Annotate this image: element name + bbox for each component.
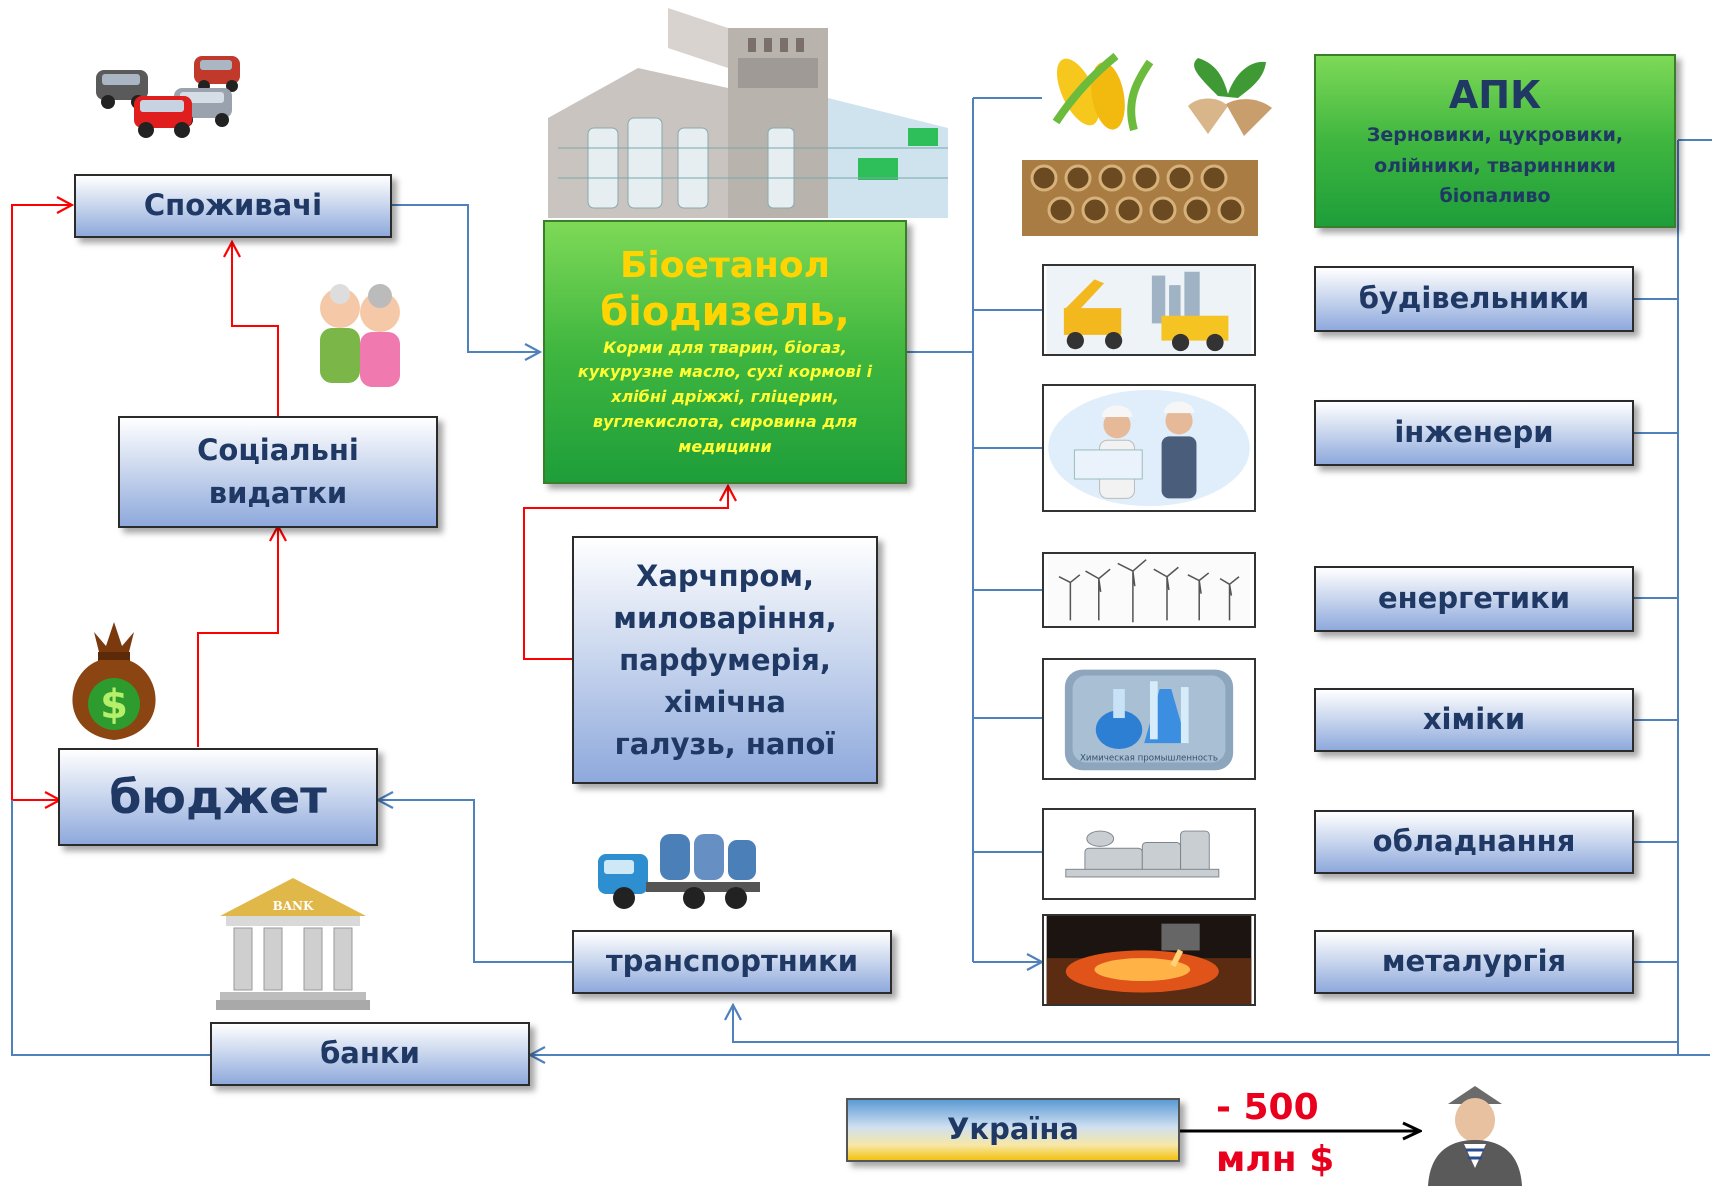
industries-box: Харчпром, миловаріння, парфумерія, хіміч… [572, 536, 878, 784]
consumers-box: Споживачі [74, 174, 392, 238]
metallurgy-image [1042, 914, 1256, 1006]
engineers-image [1042, 384, 1256, 512]
bioethanol-title: Біоетанол [619, 245, 831, 287]
transport-box: транспортники [572, 930, 892, 994]
loss-amount-line1: - 500 [1216, 1087, 1319, 1128]
ukraine-box: Україна [846, 1098, 1180, 1162]
agro-complex-subtitle: Зерновики, цукровики, олійники, тваринни… [1366, 124, 1624, 207]
equipment-box: обладнання [1314, 810, 1634, 874]
banks-label: банки [320, 1036, 420, 1071]
agro-complex-box: АПК Зерновики, цукровики, олійники, твар… [1314, 54, 1676, 228]
agro-complex-title: АПК [1448, 72, 1542, 117]
cars-image [86, 52, 246, 142]
chemistry-caption: Химическая промышленность [1080, 754, 1218, 764]
biodiesel-title: біодизель, [600, 288, 850, 335]
corn-image [1046, 52, 1156, 134]
budget-label: бюджет [109, 769, 327, 824]
industries-label: Харчпром, миловаріння, парфумерія, хіміч… [613, 558, 837, 762]
elderly-couple-image [300, 278, 420, 398]
bank-sign: BANK [273, 899, 314, 913]
construction-machinery-image [1042, 264, 1256, 356]
wind-turbines-image [1042, 552, 1256, 628]
putin-image [1420, 1082, 1530, 1186]
equipment-image [1042, 808, 1256, 900]
builders-label: будівельники [1358, 281, 1590, 316]
loss-amount-line2: млн $ [1216, 1139, 1335, 1181]
energy-box: енергетики [1314, 566, 1634, 632]
ukraine-label: Україна [947, 1112, 1079, 1147]
metallurgy-box: металургія [1314, 930, 1634, 994]
truck-image [594, 826, 764, 914]
chemists-box: хіміки [1314, 688, 1634, 752]
sugar-beet-image [1168, 56, 1288, 138]
transport-label: транспортники [605, 944, 859, 979]
social-spending-label: Соціальні видатки [197, 432, 359, 511]
bio-products-text: Корми для тварин, біогаз, кукурузне масл… [577, 337, 873, 456]
bank-building-icon: BANK [216, 876, 370, 1012]
loss-amount: - 500 млн $ [1216, 1082, 1346, 1186]
social-spending-box: Соціальні видатки [118, 416, 438, 528]
engineers-label: інженери [1394, 415, 1554, 450]
builders-box: будівельники [1314, 266, 1634, 332]
dollar-sign: $ [100, 682, 128, 728]
consumers-label: Споживачі [143, 188, 323, 223]
metallurgy-label: металургія [1381, 944, 1567, 979]
energy-label: енергетики [1377, 581, 1571, 616]
factory-image [528, 8, 966, 228]
chemistry-image: Химическая промышленность [1042, 658, 1256, 780]
money-bag-icon: $ [58, 612, 170, 746]
equipment-label: обладнання [1372, 824, 1576, 859]
bioethanol-box: Біоетанол біодизель, Корми для тварин, б… [543, 220, 907, 484]
chemists-label: хіміки [1422, 702, 1526, 737]
wood-pellets-image [1022, 160, 1258, 236]
budget-box: бюджет [58, 748, 378, 846]
banks-box: банки [210, 1022, 530, 1086]
engineers-box: інженери [1314, 400, 1634, 466]
